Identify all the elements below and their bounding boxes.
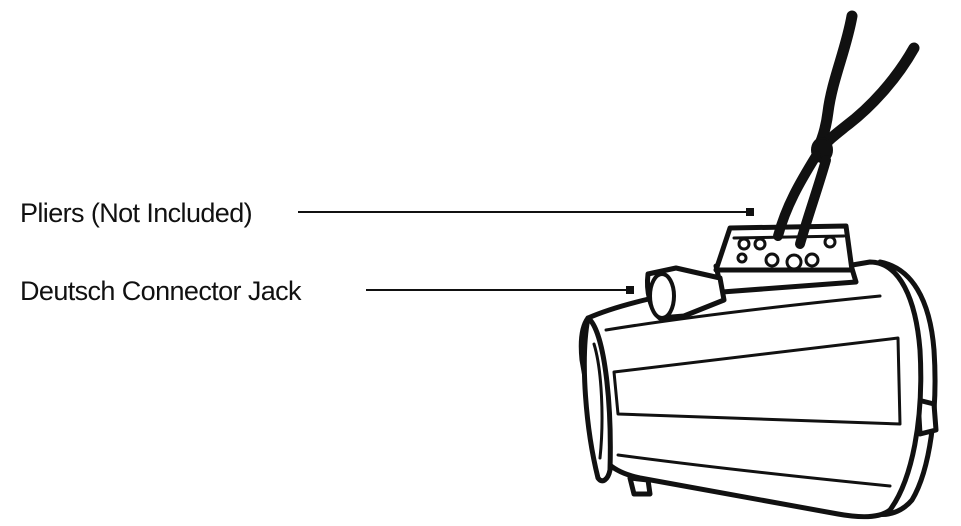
callout-label-connector-jack: Deutsch Connector Jack xyxy=(20,276,302,306)
leader-end-jack xyxy=(626,286,634,294)
connector-hole xyxy=(804,252,820,268)
body-contour-bottom xyxy=(616,453,892,488)
pliers xyxy=(773,10,920,249)
label-band xyxy=(612,336,902,426)
leader-end-pliers xyxy=(746,208,754,216)
pliers-jaw-left xyxy=(773,151,821,241)
body-contour-top xyxy=(604,294,882,332)
pliers-jaw-right xyxy=(795,155,831,249)
front-lens-ring xyxy=(581,315,613,484)
pliers-handle-right xyxy=(816,42,920,154)
connector-block-top xyxy=(732,234,846,240)
connector-hole xyxy=(785,253,803,271)
connector-holes xyxy=(736,235,837,271)
leader-lines xyxy=(298,208,754,294)
connector-hole xyxy=(764,252,780,268)
connector-hole xyxy=(823,235,837,249)
bottom-foot xyxy=(627,475,653,497)
callout-label-pliers: Pliers (Not Included) xyxy=(20,198,253,228)
front-lens-inner xyxy=(592,342,604,460)
connector-hole xyxy=(736,252,748,264)
connector-hole xyxy=(753,237,767,251)
connector-jack-face xyxy=(648,272,676,320)
connector-hole xyxy=(737,237,751,251)
lamp-housing xyxy=(578,223,939,520)
